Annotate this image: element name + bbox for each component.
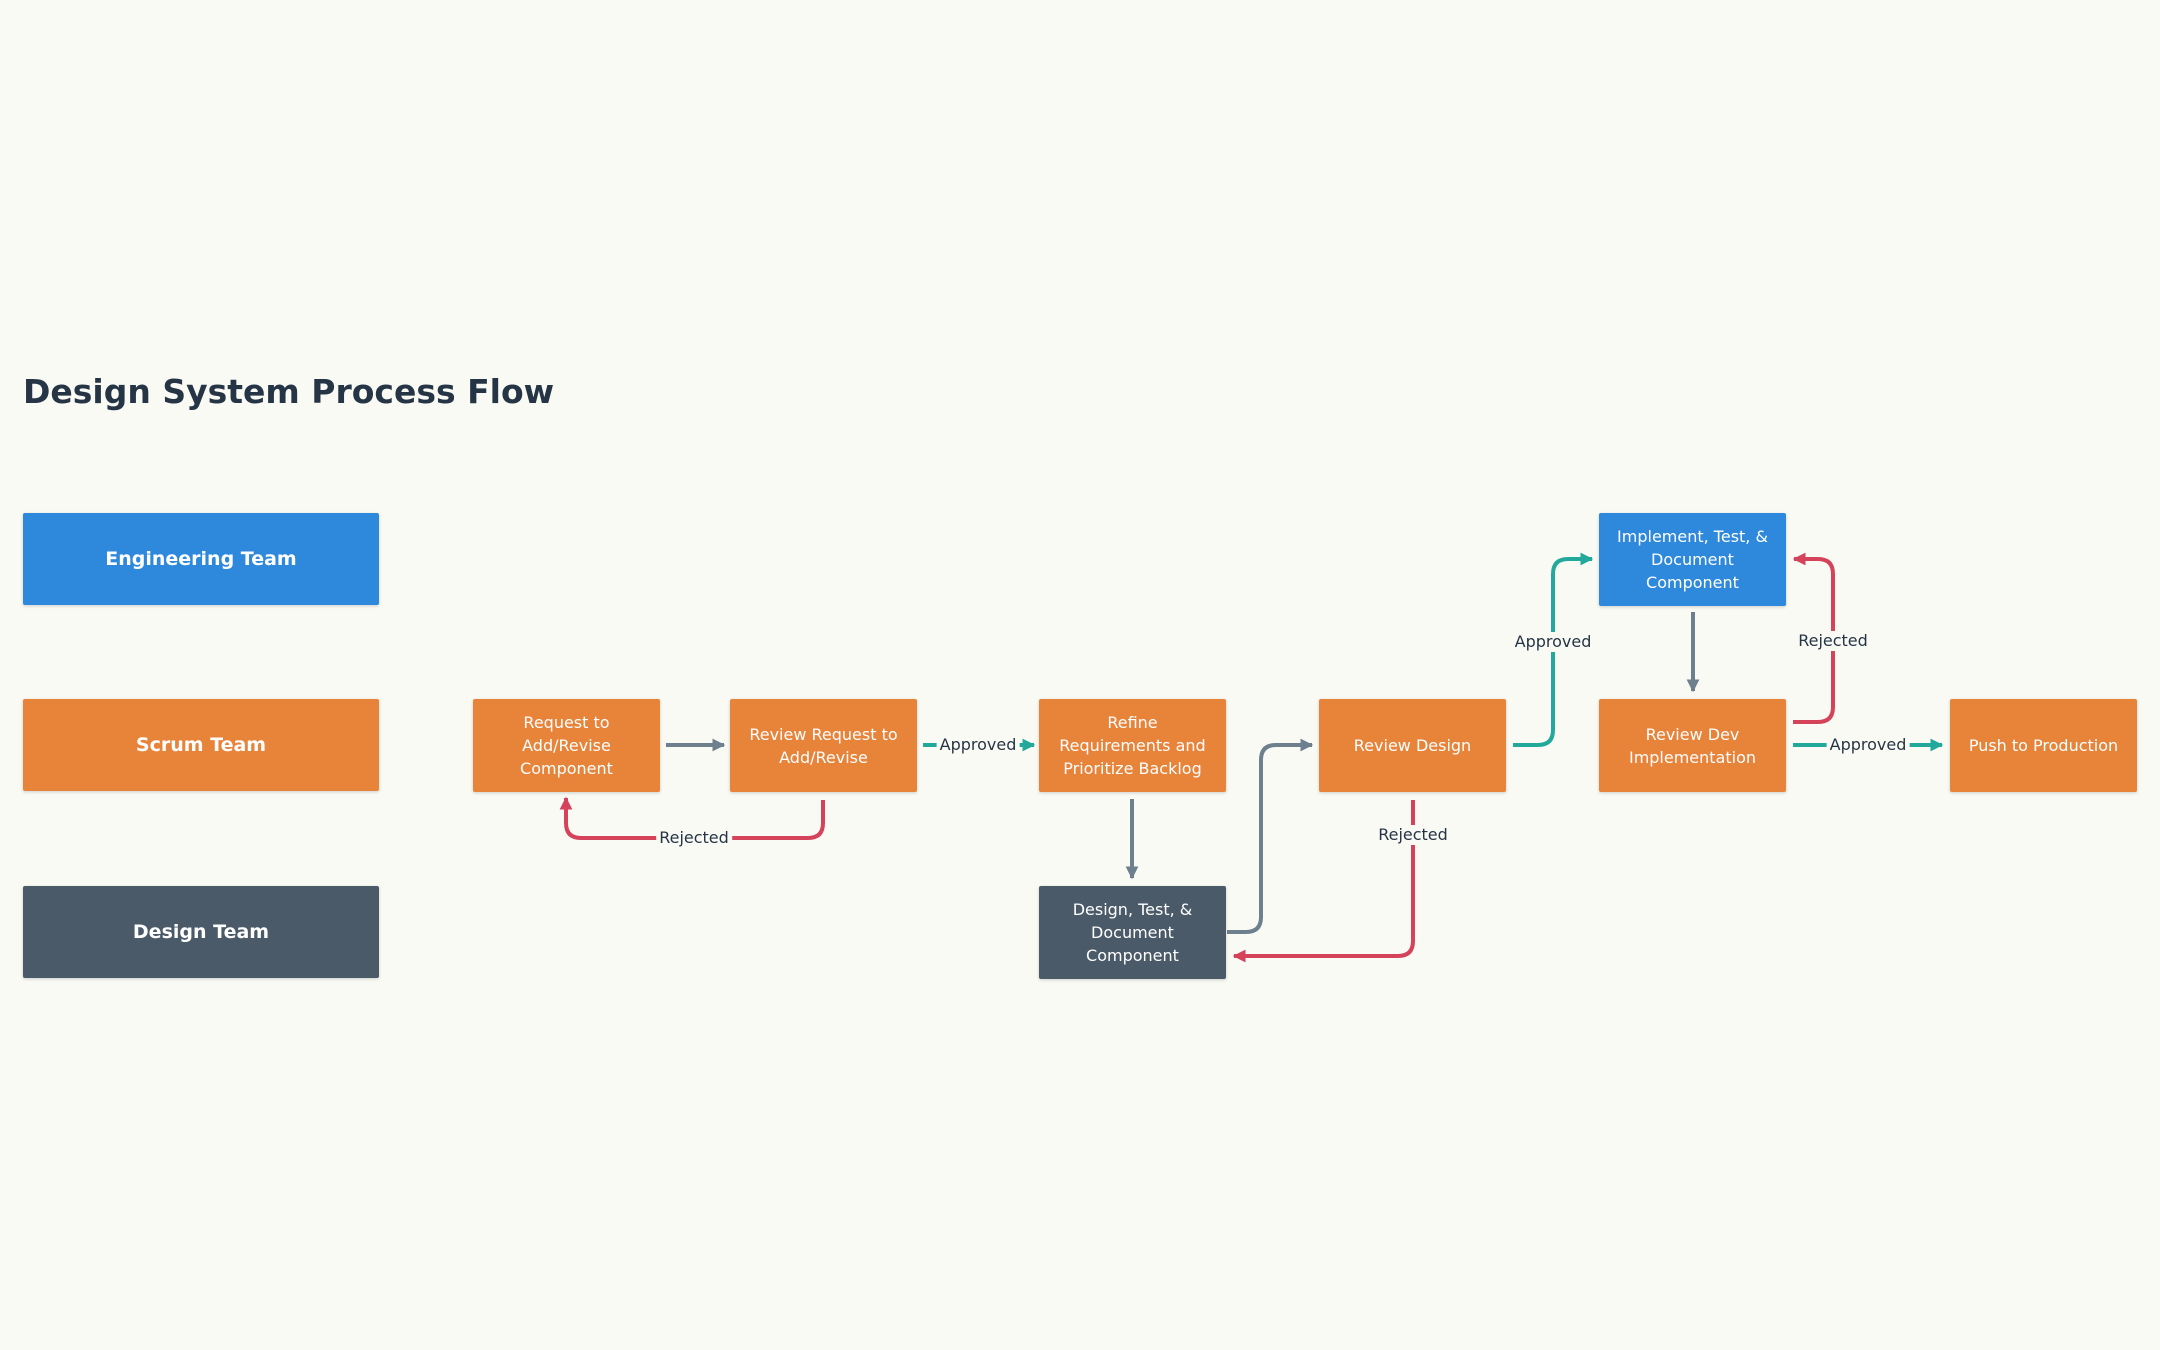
- edge-rejected-to-design: [1232, 800, 1415, 963]
- lane-engineering-team[interactable]: Engineering Team: [23, 513, 379, 605]
- edge-label-approved: Approved: [936, 735, 1020, 755]
- node-review-request[interactable]: Review Request to Add/Revise: [730, 699, 917, 792]
- edge-label-rejected: Rejected: [656, 828, 732, 848]
- edge-label-rejected: Rejected: [1795, 631, 1871, 651]
- lane-design-team[interactable]: Design Team: [23, 886, 379, 978]
- edge-label-rejected: Rejected: [1375, 825, 1451, 845]
- edge-label-approved: Approved: [1511, 632, 1595, 652]
- node-request-add-revise-component[interactable]: Request to Add/Revise Component: [473, 699, 660, 792]
- lane-scrum-team[interactable]: Scrum Team: [23, 699, 379, 791]
- node-design-test-document[interactable]: Design, Test, & Document Component: [1039, 886, 1226, 979]
- node-review-design[interactable]: Review Design: [1319, 699, 1506, 792]
- edge-approved-to-implement: [1513, 552, 1594, 747]
- node-push-to-production[interactable]: Push to Production: [1950, 699, 2137, 792]
- node-review-dev-implementation[interactable]: Review Dev Implementation: [1599, 699, 1786, 792]
- edge-design-to-review-design: [1227, 738, 1314, 934]
- node-implement-test-document[interactable]: Implement, Test, & Document Component: [1599, 513, 1786, 606]
- edge-label-approved: Approved: [1826, 735, 1910, 755]
- node-refine-requirements[interactable]: Refine Requirements and Prioritize Backl…: [1039, 699, 1226, 792]
- page-title: Design System Process Flow: [23, 372, 555, 411]
